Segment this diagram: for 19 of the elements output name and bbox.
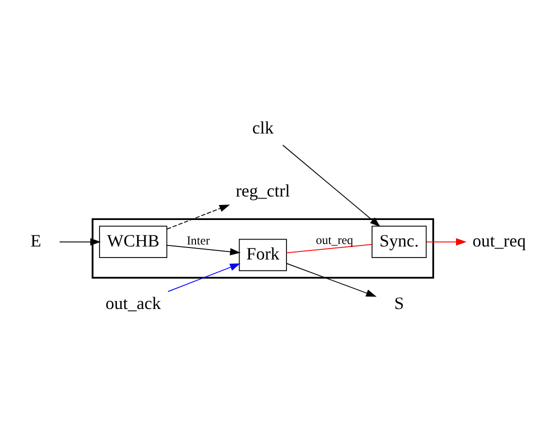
node-text: out_req: [472, 230, 526, 250]
edge-label: out_req: [316, 232, 354, 246]
node-box: Fork: [238, 238, 287, 271]
node-box: WCHB: [99, 225, 168, 258]
node-box: Sync.: [372, 225, 427, 258]
node-text: S: [394, 292, 404, 313]
arrow: [426, 238, 467, 246]
node-text: E: [30, 230, 42, 250]
arrow: [166, 244, 241, 255]
node-text: out_ack: [106, 292, 161, 313]
arrow: [168, 262, 240, 292]
node-text: reg_ctrl: [236, 180, 290, 200]
node-text: clk: [252, 117, 274, 138]
arrow: [282, 144, 380, 226]
edge-label: Inter: [186, 233, 210, 248]
connector: [286, 244, 372, 253]
arrow: [59, 238, 101, 246]
arrow: [166, 204, 230, 229]
arrow: [286, 262, 377, 296]
